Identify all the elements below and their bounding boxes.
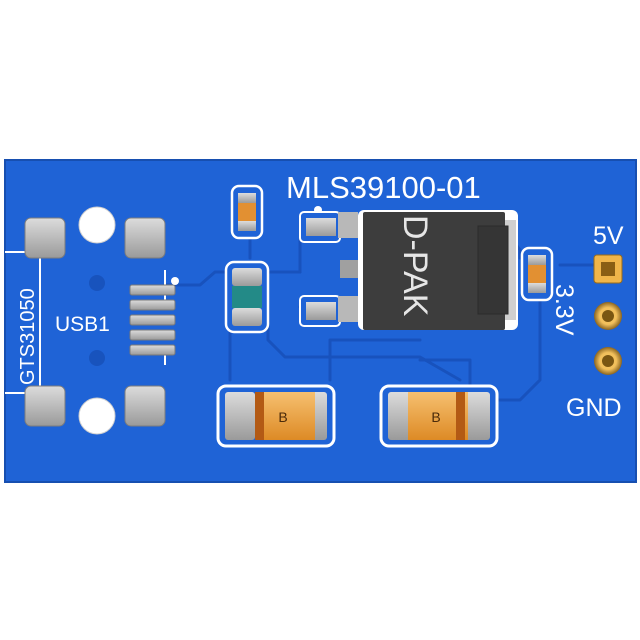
usb-locating-hole (89, 275, 105, 291)
regulator-package-label: D-PAK (396, 215, 434, 317)
usb-signal-pads (129, 284, 176, 356)
usb-shield-pad (24, 217, 66, 259)
board-title: MLS39100-01 (286, 170, 481, 205)
capacitor-right: B (379, 384, 499, 448)
pin-gnd (594, 347, 622, 375)
usb-mount-hole (78, 397, 116, 435)
usb-mount-hole (78, 206, 116, 244)
regulator-dpak: D-PAK (299, 210, 518, 330)
usb-shield-pad (124, 385, 166, 427)
pin-label-gnd: GND (566, 394, 622, 422)
resistor-middle (224, 260, 270, 334)
usb-shield-pad (24, 385, 66, 427)
usb-part-number: GTS31050 (17, 288, 39, 385)
usb-connector: USB1 GTS31050 (17, 206, 179, 435)
pin-label-5v: 5V (593, 222, 624, 250)
usb-designator: USB1 (55, 313, 110, 336)
capacitor-left: B (216, 384, 336, 448)
pin-label-3v3: 3.3V (550, 284, 578, 336)
header: 5V 3.3V GND (550, 222, 624, 422)
capacitor-left-marking: B (278, 409, 287, 425)
usb-locating-hole (89, 350, 105, 366)
pin-5v (593, 254, 623, 284)
capacitor-right-marking: B (431, 409, 440, 425)
usb-shield-pad (124, 217, 166, 259)
resistor-right (520, 246, 554, 302)
pin-3v3 (594, 302, 622, 330)
resistor-top (230, 184, 264, 240)
pin1-dot (171, 277, 179, 285)
